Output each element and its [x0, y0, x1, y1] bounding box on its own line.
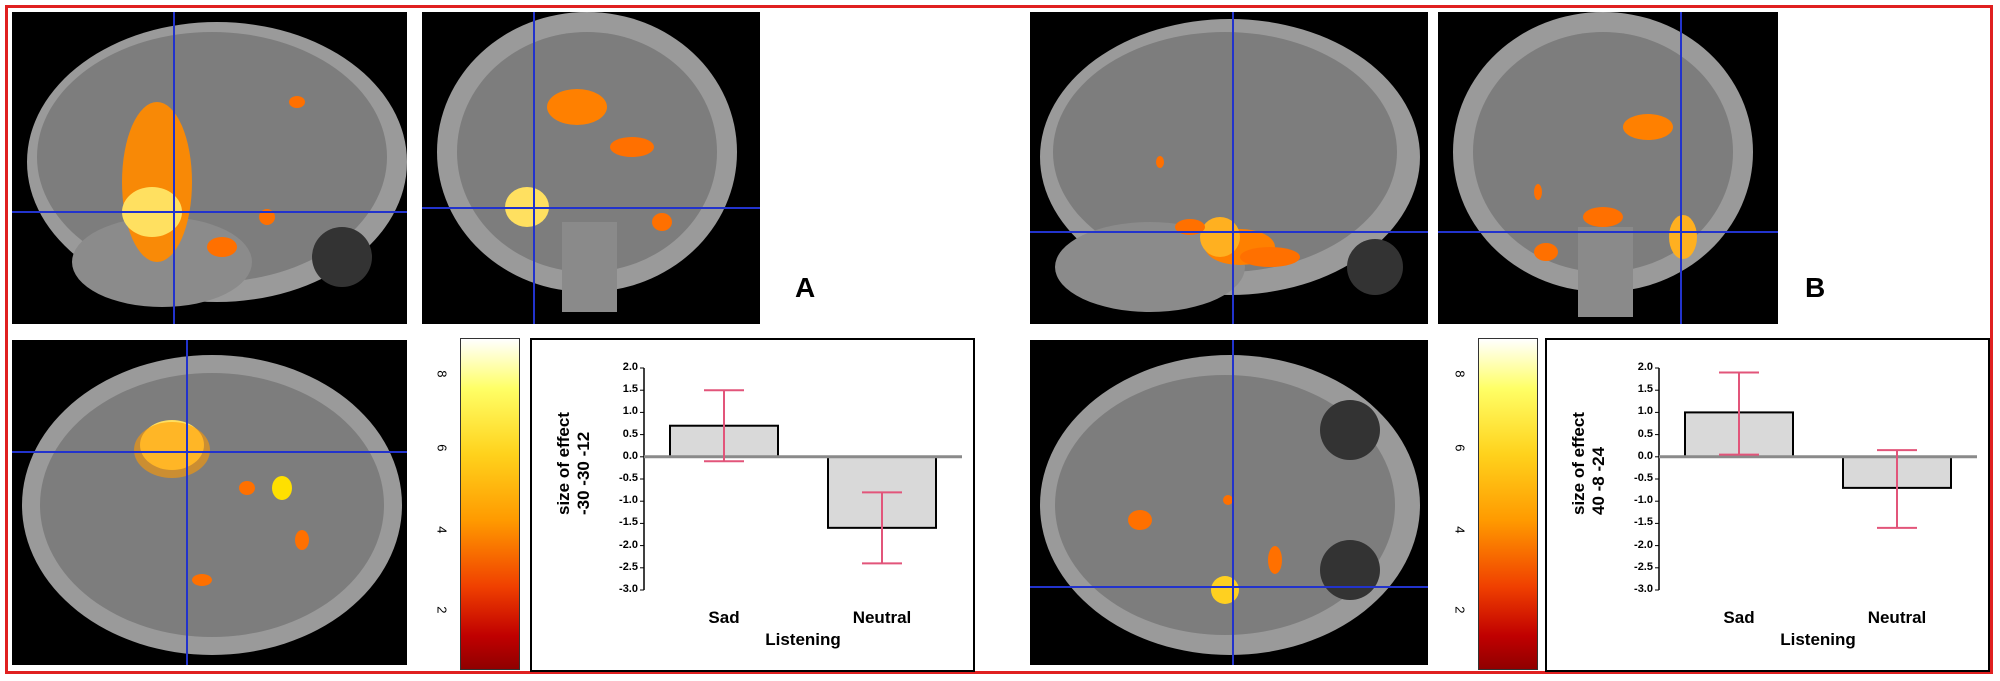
colorbar-tick: 8	[1452, 370, 1468, 378]
panel-letter-b: B	[1805, 272, 1826, 303]
colorbar-tick: 6	[434, 444, 450, 452]
y-tick-label: 1.0	[1637, 405, 1653, 418]
sagittal-slice-b	[1030, 12, 1428, 324]
coronal-slice-b	[1438, 12, 1778, 324]
y-tick-label: 1.5	[1637, 383, 1653, 396]
colorbar-tick: 6	[1452, 444, 1468, 452]
y-tick-label: 0.5	[1637, 427, 1653, 440]
y-tick-label: -2.5	[1634, 560, 1653, 573]
x-category-label: Neutral	[852, 608, 912, 627]
bar-chart-svg	[640, 367, 962, 591]
y-tick-label: -2.0	[619, 538, 638, 551]
x-category-label: Sad	[1723, 608, 1755, 627]
y-tick-label: -3.0	[1634, 583, 1653, 595]
colorbar-gradient-b	[1478, 338, 1538, 670]
y-tick-label: -0.5	[619, 472, 638, 484]
colorbar-a: 8 6 4 2	[430, 338, 525, 670]
y-tick-label: -1.0	[619, 494, 638, 507]
coronal-slice-a	[422, 12, 760, 324]
y-tick-label: 0.0	[622, 449, 638, 462]
y-tick-label: -2.0	[1634, 538, 1653, 551]
y-tick-label: -0.5	[1634, 472, 1653, 484]
colorbar-b: 8 6 4 2	[1448, 338, 1543, 670]
y-tick-label: 1.0	[622, 405, 638, 418]
colorbar-tick: 8	[434, 370, 450, 378]
x-axis-title: Listening	[1780, 630, 1856, 649]
y-tick-label: 0.5	[622, 427, 638, 440]
axial-slice-b	[1030, 340, 1428, 665]
y-tick-label: -2.5	[619, 560, 638, 573]
y-tick-label: 2.0	[622, 361, 638, 373]
colorbar-tick: 2	[1452, 606, 1468, 614]
bar-chart-svg	[1655, 367, 1977, 591]
colorbar-gradient-a	[460, 338, 520, 670]
panel-a: A 8 6 4 2 size of effect -30 -30 -12 2.0…	[12, 12, 975, 672]
y-tick-label: -1.0	[1634, 494, 1653, 507]
y-tick-label: -1.5	[1634, 516, 1653, 529]
sagittal-slice-a	[12, 12, 407, 324]
figure-frame	[5, 5, 1993, 674]
colorbar-tick: 2	[434, 606, 450, 614]
x-axis-title: Listening	[765, 630, 841, 649]
axial-slice-a	[12, 340, 407, 665]
colorbar-tick: 4	[1452, 526, 1468, 534]
y-tick-label: -1.5	[619, 516, 638, 529]
colorbar-tick: 4	[434, 526, 450, 534]
x-category-label: Neutral	[1867, 608, 1927, 627]
panel-letter-a: A	[795, 272, 816, 303]
y-tick-label: 1.5	[622, 383, 638, 396]
x-category-label: Sad	[708, 608, 740, 627]
y-tick-label: 0.0	[1637, 449, 1653, 462]
y-tick-label: -3.0	[619, 583, 638, 595]
y-tick-label: 2.0	[1637, 361, 1653, 373]
